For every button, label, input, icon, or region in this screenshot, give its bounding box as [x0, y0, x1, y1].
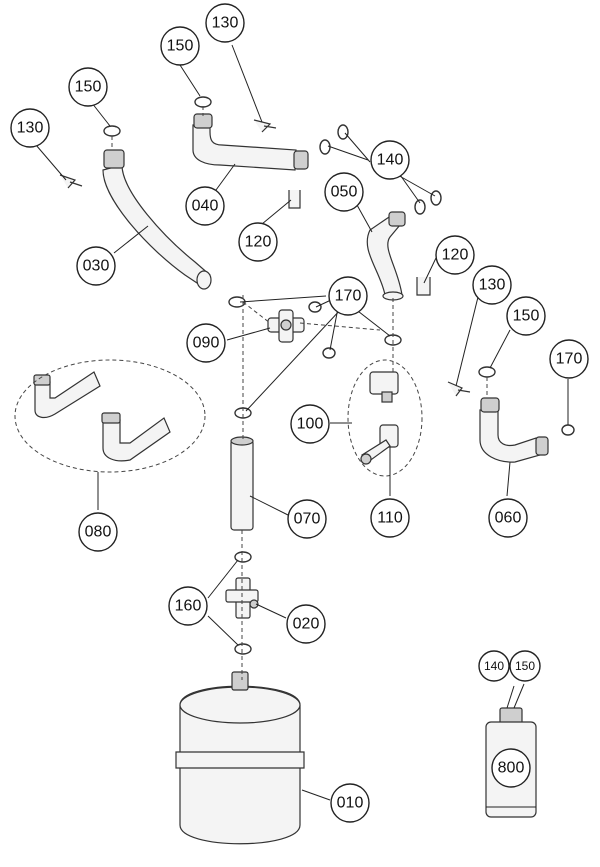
svg-text:110: 110 [377, 510, 403, 527]
callout-150-d: 150 [509, 650, 541, 682]
cross-fitting-090 [267, 309, 305, 343]
svg-text:100: 100 [297, 416, 324, 433]
callout-800: 800 [491, 748, 531, 788]
svg-text:030: 030 [83, 258, 110, 275]
callout-040: 040 [185, 186, 225, 226]
svg-text:150: 150 [513, 308, 540, 325]
leader-lines [29, 44, 569, 801]
callout-100: 100 [290, 404, 330, 444]
svg-text:150: 150 [75, 79, 102, 96]
svg-text:130: 130 [212, 15, 239, 32]
callout-020: 020 [286, 604, 326, 644]
callout-150-a: 150 [68, 67, 108, 107]
callout-080: 080 [78, 512, 118, 552]
svg-text:120: 120 [442, 247, 469, 264]
svg-text:070: 070 [294, 511, 321, 528]
callout-140-a: 140 [370, 140, 410, 180]
svg-text:090: 090 [193, 335, 220, 352]
svg-text:040: 040 [192, 198, 219, 215]
svg-text:140: 140 [377, 152, 404, 169]
valve-110 [360, 424, 399, 465]
svg-text:170: 170 [556, 351, 583, 368]
svg-text:150: 150 [167, 38, 194, 55]
callout-170-a: 170 [328, 276, 368, 316]
svg-text:130: 130 [17, 120, 44, 137]
svg-text:150: 150 [515, 659, 535, 673]
svg-text:170: 170 [335, 288, 362, 305]
callout-120-b: 120 [435, 235, 475, 275]
callout-130-a: 130 [10, 108, 50, 148]
svg-text:050: 050 [331, 184, 358, 201]
callout-150-b: 150 [160, 26, 200, 66]
clips-130 [59, 119, 471, 397]
svg-text:020: 020 [293, 616, 320, 633]
svg-text:130: 130 [479, 277, 506, 294]
svg-text:060: 060 [495, 510, 522, 527]
callout-130-b: 130 [205, 3, 245, 43]
pipe-050 [366, 211, 406, 301]
pipe-060 [479, 397, 549, 463]
callout-010: 010 [330, 783, 370, 823]
pipe-030 [102, 149, 212, 290]
svg-text:160: 160 [175, 598, 202, 615]
callout-120-a: 120 [238, 222, 278, 262]
svg-text:120: 120 [245, 234, 272, 251]
callout-140-b: 140 [478, 650, 510, 682]
valve-100 [369, 371, 399, 403]
callout-150-c: 150 [506, 296, 546, 336]
callout-070: 070 [287, 499, 327, 539]
expansion-vessel-010 [175, 671, 305, 845]
brackets-120 [288, 190, 431, 296]
callout-060: 060 [488, 498, 528, 538]
svg-text:080: 080 [85, 524, 112, 541]
svg-text:140: 140 [484, 659, 504, 673]
callout-160: 160 [168, 586, 208, 626]
pipe-070 [230, 436, 254, 531]
pipe-set-080 [33, 371, 171, 462]
callout-170-b: 170 [549, 339, 589, 379]
svg-text:010: 010 [337, 795, 364, 812]
pipe-040 [192, 113, 309, 171]
group-outline-080 [14, 359, 206, 473]
group-outline-100-110 [347, 359, 423, 477]
callout-130-c: 130 [472, 265, 512, 305]
callout-110: 110 [370, 498, 410, 538]
svg-text:800: 800 [498, 760, 525, 777]
callout-090: 090 [186, 323, 226, 363]
tee-valve-020 [225, 577, 259, 619]
callout-030: 030 [76, 246, 116, 286]
callout-050: 050 [324, 172, 364, 212]
